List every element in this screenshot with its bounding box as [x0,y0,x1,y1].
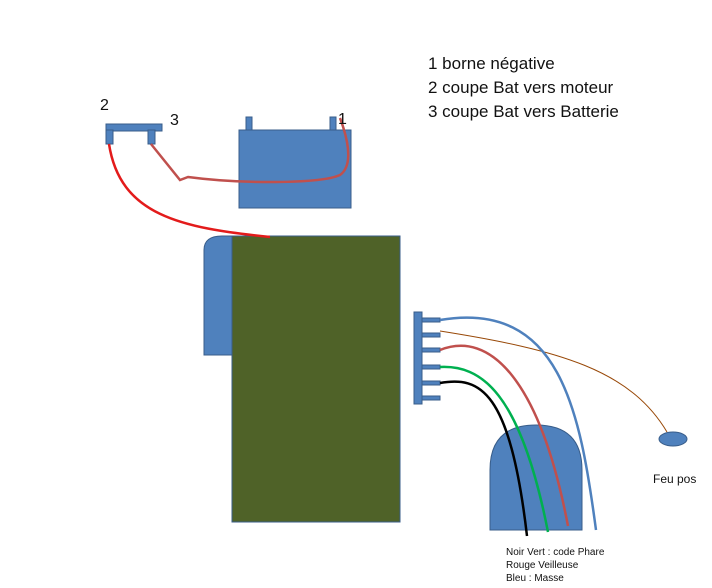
position-light-label: Feu pos [653,472,697,486]
wire-brown-to-position-light [439,330,668,433]
battery-cutoff-switch [105,123,163,145]
label-3: 3 [170,112,179,129]
wire-color-legend: Noir Vert : code Phare Rouge Veilleuse B… [506,546,604,585]
wire-legend-item-2: Rouge Veilleuse [506,560,579,571]
wire-legend-item-1: Noir Vert : code Phare [506,547,605,558]
connector-block [413,311,441,405]
wire-legend-item-3: Bleu : Masse [506,573,564,584]
wire-black-headlight [439,380,529,537]
label-1: 1 [338,111,347,128]
engine-block [231,235,401,523]
wire-darkred-sidelight [439,344,570,527]
wire-green-headlight [439,365,550,533]
legend: 1 borne négative 2 coupe Bat vers moteur… [428,52,619,124]
label-2: 2 [100,97,109,114]
legend-item-2: 2 coupe Bat vers moteur [428,78,614,97]
engine-side-cylinder [203,235,237,356]
legend-item-1: 1 borne négative [428,54,555,73]
wire-blue-ground [439,316,598,531]
wire-red-switch-to-engine [107,143,271,239]
battery [238,116,352,209]
position-light [658,431,688,447]
wire-switch-to-battery-negative [150,117,350,184]
legend-item-3: 3 coupe Bat vers Batterie [428,102,619,121]
